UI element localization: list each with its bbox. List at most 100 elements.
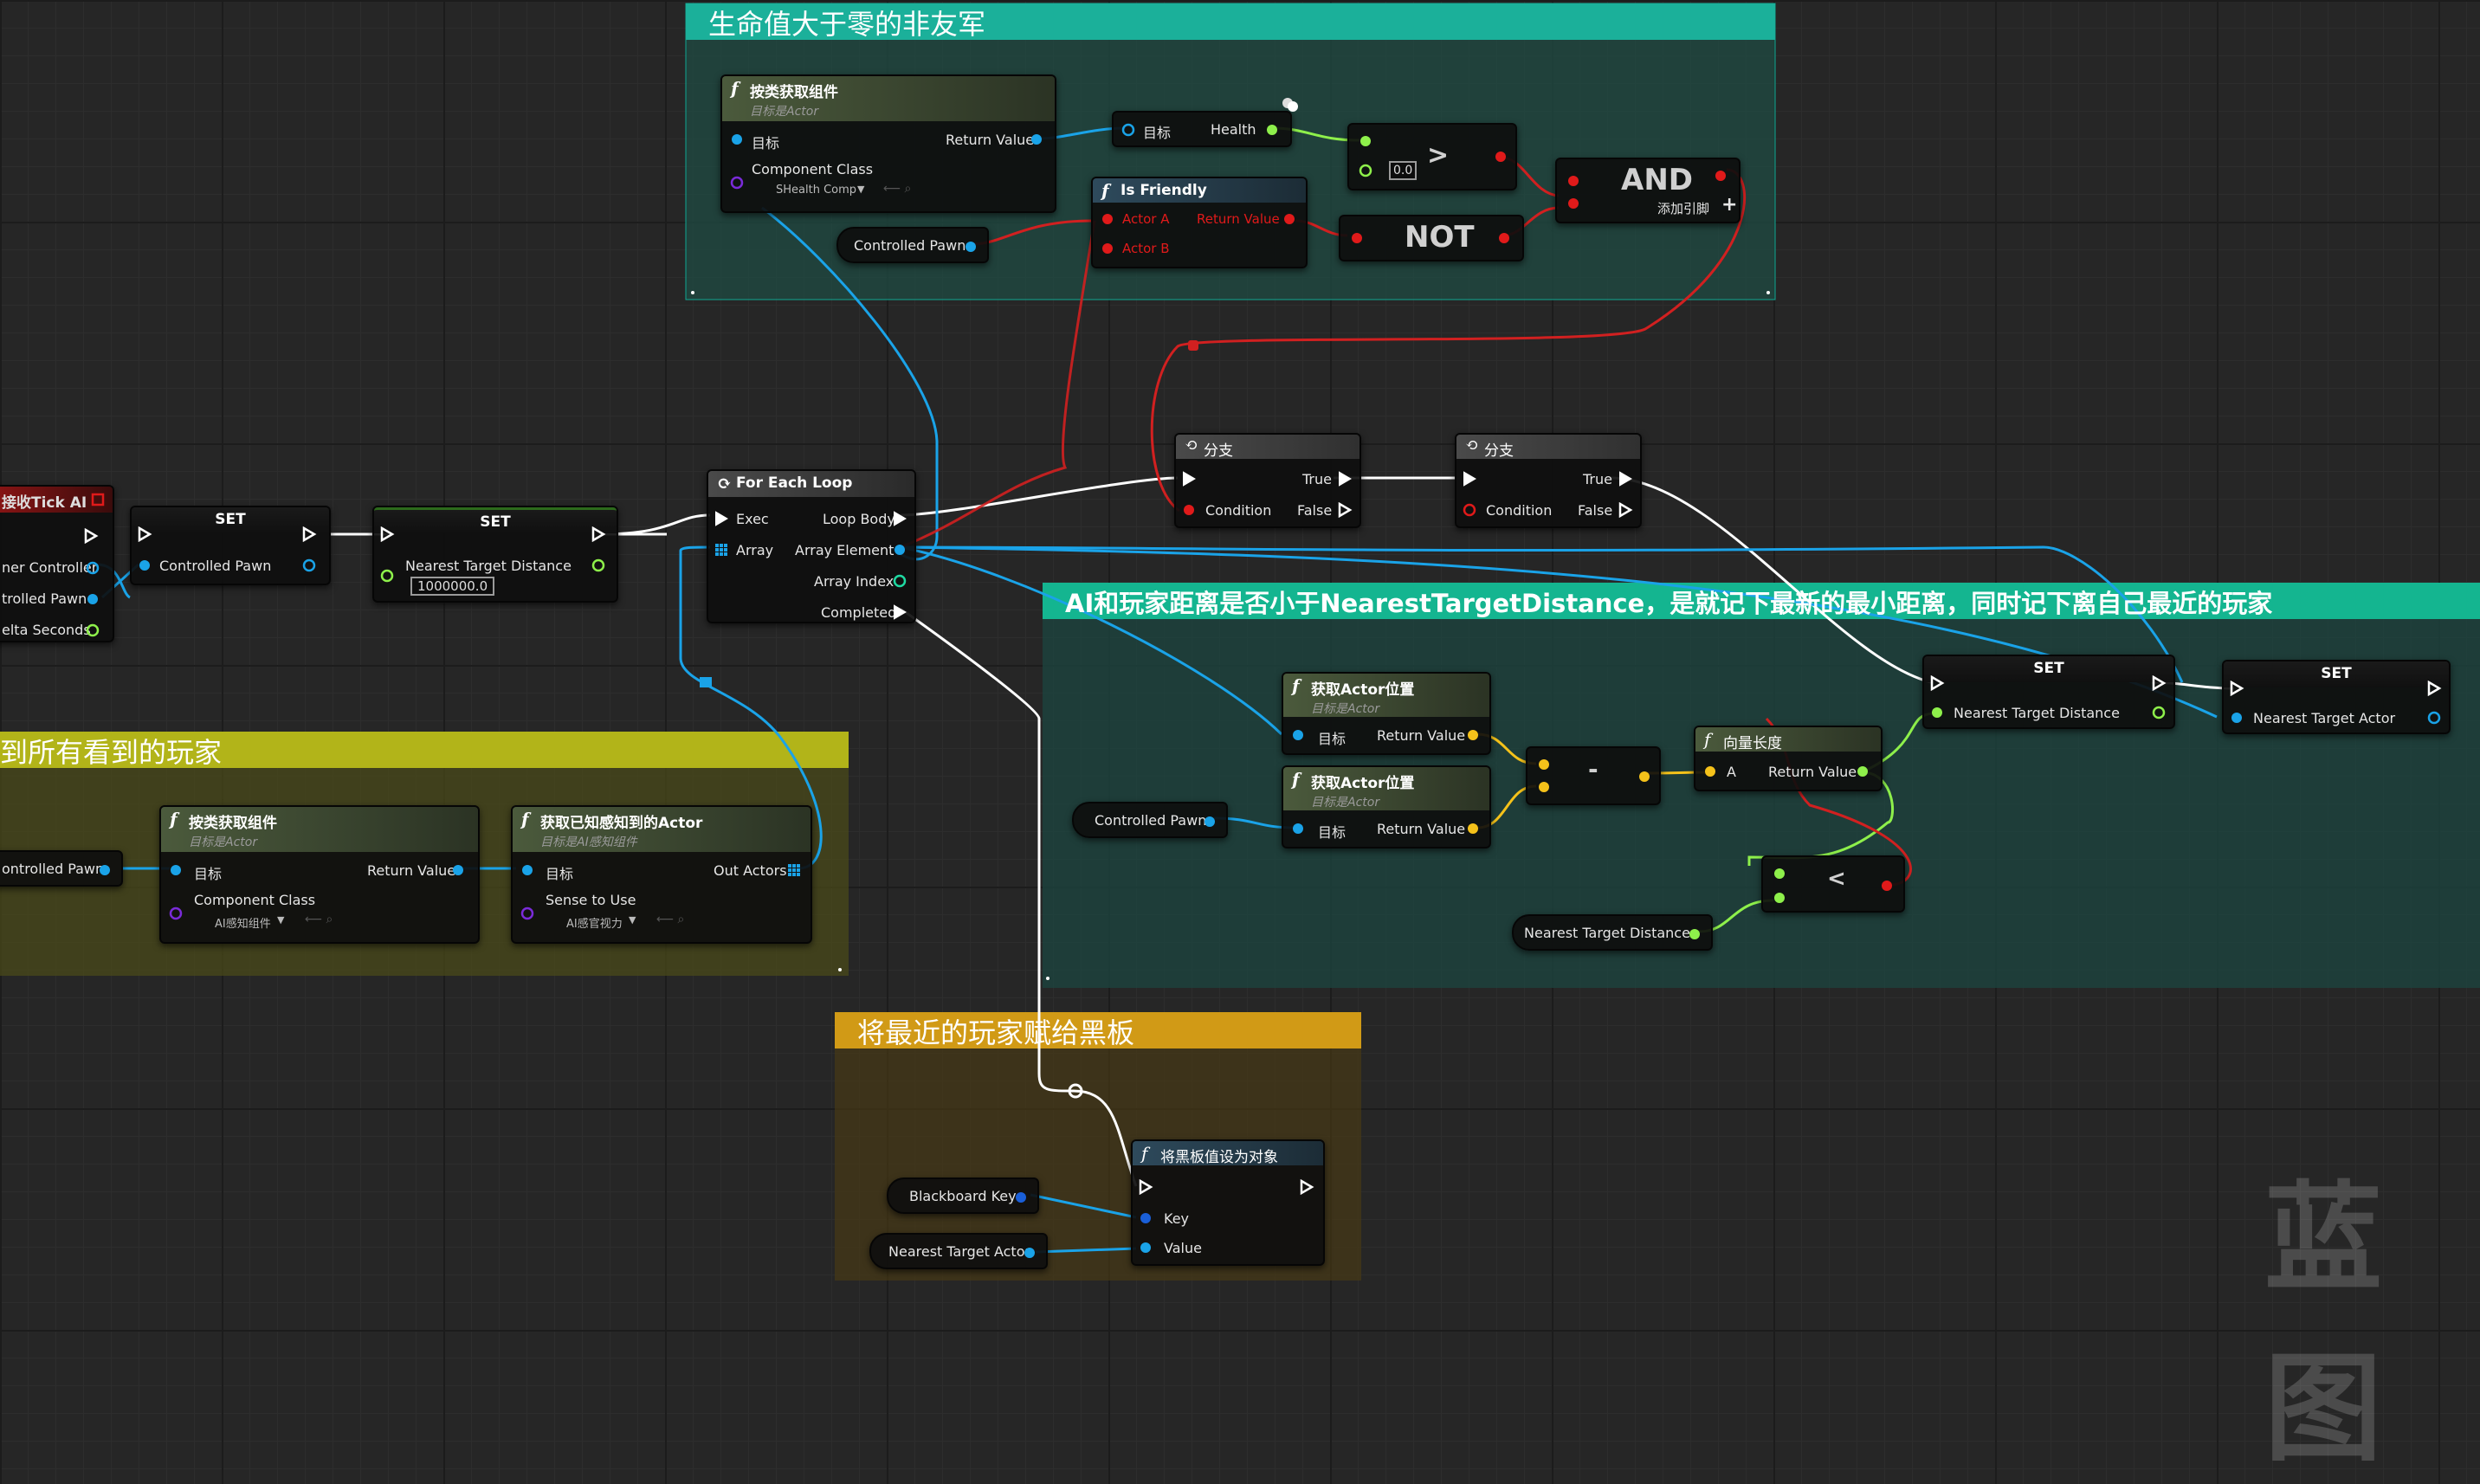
greater-than-node[interactable]: 0.0 > (1347, 123, 1517, 190)
float-pin-icon[interactable] (1929, 705, 1945, 720)
float-pin-icon[interactable] (1358, 133, 1373, 149)
chevron-down-icon[interactable]: ▼ (277, 914, 285, 926)
exec-in-pin-icon[interactable] (1929, 675, 1945, 691)
vector-subtract-node[interactable]: - (1526, 746, 1661, 805)
exec-in-pin-icon[interactable] (1138, 1179, 1153, 1195)
object-pin-icon[interactable] (1029, 132, 1044, 147)
class-dropdown[interactable]: AI感知组件 (215, 918, 271, 931)
class-pin-icon[interactable] (168, 906, 184, 921)
object-pin-icon[interactable] (85, 591, 100, 607)
class-dropdown[interactable]: SHealth Comp (776, 184, 857, 197)
compare-value-input[interactable]: 0.0 (1389, 161, 1418, 180)
chevron-down-icon[interactable]: ▼ (629, 914, 636, 926)
int-pin-icon[interactable] (892, 573, 907, 589)
exec-in-pin-icon[interactable] (379, 526, 395, 542)
sense-dropdown[interactable]: AI感官视力 (566, 918, 623, 931)
exec-out-pin-icon[interactable] (892, 511, 907, 526)
bool-pin-icon[interactable] (1879, 878, 1895, 894)
object-pin-icon[interactable] (450, 862, 466, 878)
exec-out-pin-icon[interactable] (1337, 502, 1353, 518)
browse-icon[interactable]: ⟵ ⌕ (656, 913, 685, 926)
object-pin-icon[interactable] (168, 862, 184, 878)
exec-out-pin-icon[interactable] (1618, 471, 1633, 487)
vector-length-node[interactable]: f 向量长度 A Return Value (1694, 726, 1883, 791)
vector-pin-icon[interactable] (1702, 764, 1718, 779)
exec-out-pin-icon[interactable] (2426, 681, 2442, 696)
struct-pin-icon[interactable] (1013, 1190, 1029, 1205)
exec-out-pin-icon[interactable] (1618, 502, 1633, 518)
bool-pin-icon[interactable] (1349, 230, 1365, 246)
array-pin-icon[interactable] (786, 862, 802, 878)
struct-pin-icon[interactable] (1138, 1210, 1153, 1226)
bool-pin-icon[interactable] (1493, 149, 1508, 165)
set-nearest-distance-node[interactable]: SET Nearest Target Distance 1000000.0 (372, 506, 618, 603)
get-health-node[interactable]: 目标 Health (1112, 111, 1292, 147)
float-pin-icon[interactable] (591, 558, 606, 573)
object-pin-icon[interactable] (1290, 727, 1306, 743)
float-pin-icon[interactable] (1264, 122, 1280, 138)
float-pin-icon[interactable] (85, 623, 100, 638)
object-pin-icon[interactable] (1121, 122, 1136, 138)
bool-pin-icon[interactable] (1713, 168, 1728, 184)
object-pin-icon[interactable] (729, 132, 745, 147)
object-pin-icon[interactable] (520, 862, 535, 878)
get-actor-location-node-2[interactable]: f 获取Actor位置 目标是Actor 目标 Return Value (1282, 765, 1491, 848)
exec-in-pin-icon[interactable] (1181, 471, 1197, 487)
comment-resize-handle[interactable] (1766, 291, 1770, 294)
is-friendly-node[interactable]: f Is Friendly Actor A Return Value Actor… (1091, 177, 1308, 268)
object-pin-icon[interactable] (1100, 241, 1115, 256)
comment-resize-handle[interactable] (691, 291, 694, 294)
controlled-pawn-getter-left[interactable]: ontrolled Pawn (0, 850, 123, 887)
comment-players[interactable]: 到所有看到的玩家 (0, 732, 849, 976)
vector-pin-icon[interactable] (1637, 769, 1652, 784)
get-component-by-class-top-node[interactable]: f 按类获取组件 目标是Actor 目标 Return Value Compon… (720, 74, 1056, 213)
comment-resize-handle[interactable] (1046, 977, 1049, 980)
set-controlled-pawn-node[interactable]: SET Controlled Pawn (130, 506, 331, 585)
object-pin-icon[interactable] (1290, 821, 1306, 836)
comment-resize-handle[interactable] (838, 968, 842, 971)
delegate-pin-icon[interactable] (90, 492, 106, 507)
branch-node-1[interactable]: ⟲ 分支 True Condition False (1174, 433, 1361, 528)
object-pin-icon[interactable] (1138, 1240, 1153, 1255)
object-pin-icon[interactable] (892, 542, 907, 558)
chevron-down-icon[interactable]: ▼ (857, 184, 865, 195)
not-node[interactable]: NOT (1339, 215, 1524, 261)
nearest-distance-getter[interactable]: Nearest Target Distance (1512, 914, 1713, 951)
set-nearest-distance-node-right[interactable]: SET Nearest Target Distance (1922, 655, 2175, 729)
float-pin-icon[interactable] (2151, 705, 2167, 720)
for-each-loop-node[interactable]: ⟳ For Each Loop Exec Loop Body Array Arr… (707, 469, 916, 623)
exec-out-pin-icon[interactable] (2151, 675, 2167, 691)
exec-out-pin-icon[interactable] (892, 604, 907, 620)
browse-icon[interactable]: ⟵ ⌕ (305, 913, 333, 926)
less-than-node[interactable]: < (1761, 855, 1905, 913)
object-pin-icon[interactable] (85, 560, 100, 576)
float-pin-icon[interactable] (1772, 890, 1787, 906)
float-pin-icon[interactable] (1855, 764, 1870, 779)
distance-value-input[interactable]: 1000000.0 (410, 577, 495, 596)
exec-out-pin-icon[interactable] (1299, 1179, 1314, 1195)
class-pin-icon[interactable] (729, 175, 745, 190)
and-node[interactable]: AND 添加引脚 + (1555, 158, 1741, 223)
float-pin-icon[interactable] (1772, 866, 1787, 881)
browse-icon[interactable]: ⟵ ⌕ (883, 182, 912, 196)
exec-in-pin-icon[interactable] (714, 511, 729, 526)
bool-pin-icon[interactable] (1496, 230, 1512, 246)
blackboard-key-getter[interactable]: Blackboard Key (887, 1178, 1039, 1214)
comment-blackboard[interactable]: 将最近的玩家赋给黑板 (835, 1012, 1361, 1281)
exec-in-pin-icon[interactable] (137, 526, 152, 542)
set-nearest-actor-node[interactable]: SET Nearest Target Actor (2222, 660, 2451, 734)
object-pin-icon[interactable] (2426, 710, 2442, 726)
bool-pin-icon[interactable] (1566, 173, 1581, 189)
set-blackboard-value-node[interactable]: f 将黑板值设为对象 Key Value (1131, 1139, 1325, 1266)
array-pin-icon[interactable] (714, 542, 729, 558)
object-pin-icon[interactable] (1022, 1245, 1037, 1261)
object-pin-icon[interactable] (1202, 814, 1217, 829)
exec-in-pin-icon[interactable] (1462, 471, 1477, 487)
float-pin-icon[interactable] (379, 568, 395, 584)
object-pin-icon[interactable] (97, 862, 113, 878)
object-pin-icon[interactable] (1100, 211, 1115, 227)
float-pin-icon[interactable] (1358, 163, 1373, 178)
object-pin-icon[interactable] (963, 239, 978, 255)
comment-distance[interactable]: AI和玩家距离是否小于NearestTargetDistance，是就记下最新的… (1043, 583, 2480, 988)
vector-pin-icon[interactable] (1536, 779, 1552, 795)
